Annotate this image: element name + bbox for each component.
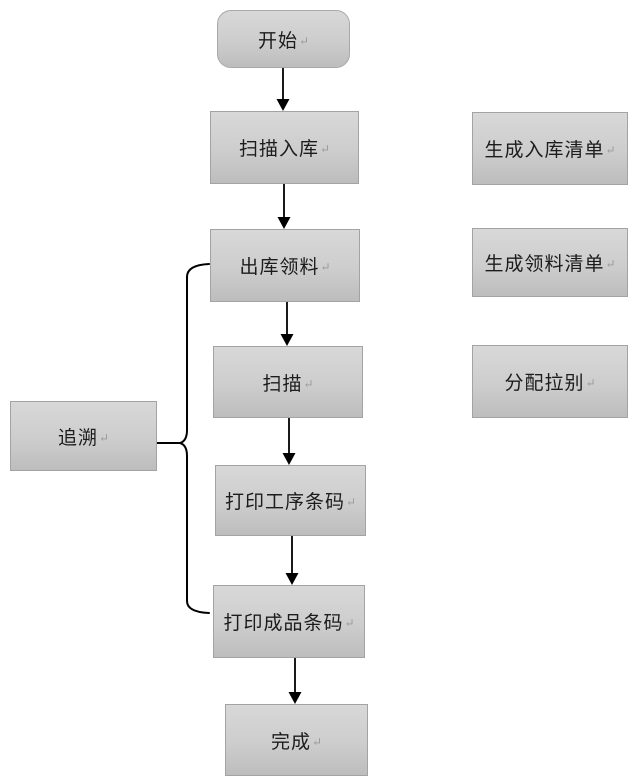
node-label: 打印成品条码 — [223, 613, 344, 634]
node-label: 出库领料 — [239, 257, 320, 278]
paragraph-mark: ↵ — [298, 33, 310, 48]
node-label: 打印工序条码 — [224, 492, 345, 513]
paragraph-mark: ↵ — [605, 143, 616, 157]
paragraph-mark: ↵ — [98, 430, 110, 445]
node-label: 追溯 — [57, 427, 98, 449]
paragraph-mark: ↵ — [585, 376, 596, 390]
node-label: 生成入库清单 — [484, 140, 605, 161]
flow-arrowhead — [277, 217, 291, 229]
node-generate-picking-list: 生成领料清单↵ — [472, 228, 628, 297]
node-generate-inbound-list: 生成入库清单↵ — [472, 112, 628, 185]
node-finish: 完成↵ — [225, 704, 368, 776]
paragraph-mark: ↵ — [319, 142, 331, 156]
paragraph-mark: ↵ — [311, 734, 323, 749]
flow-arrowhead — [276, 99, 290, 111]
node-print-process-barcode: 打印工序条码↵ — [215, 465, 366, 536]
node-assign-line: 分配拉别↵ — [472, 345, 628, 418]
node-label: 开始 — [257, 30, 298, 52]
node-label: 完成 — [270, 731, 311, 753]
trace-brace — [176, 263, 210, 614]
node-scan: 扫描↵ — [213, 346, 363, 418]
node-scan-inbound: 扫描入库↵ — [210, 111, 359, 184]
paragraph-mark: ↵ — [320, 260, 331, 274]
node-label: 生成领料清单 — [484, 254, 605, 275]
paragraph-mark: ↵ — [303, 376, 314, 391]
paragraph-mark: ↵ — [344, 616, 355, 630]
node-outbound-picking: 出库领料↵ — [210, 229, 360, 302]
node-label: 扫描 — [262, 373, 303, 395]
flow-arrowhead — [285, 573, 299, 585]
flow-arrowhead — [282, 453, 296, 465]
node-trace: 追溯↵ — [10, 401, 157, 471]
node-print-product-barcode: 打印成品条码↵ — [213, 585, 365, 658]
flow-arrowhead — [288, 692, 302, 704]
node-label: 分配拉别 — [504, 373, 585, 394]
flow-arrowhead — [280, 334, 294, 346]
node-start: 开始↵ — [217, 10, 350, 68]
paragraph-mark: ↵ — [345, 495, 357, 509]
paragraph-mark: ↵ — [605, 257, 616, 271]
node-label: 扫描入库 — [238, 139, 319, 160]
